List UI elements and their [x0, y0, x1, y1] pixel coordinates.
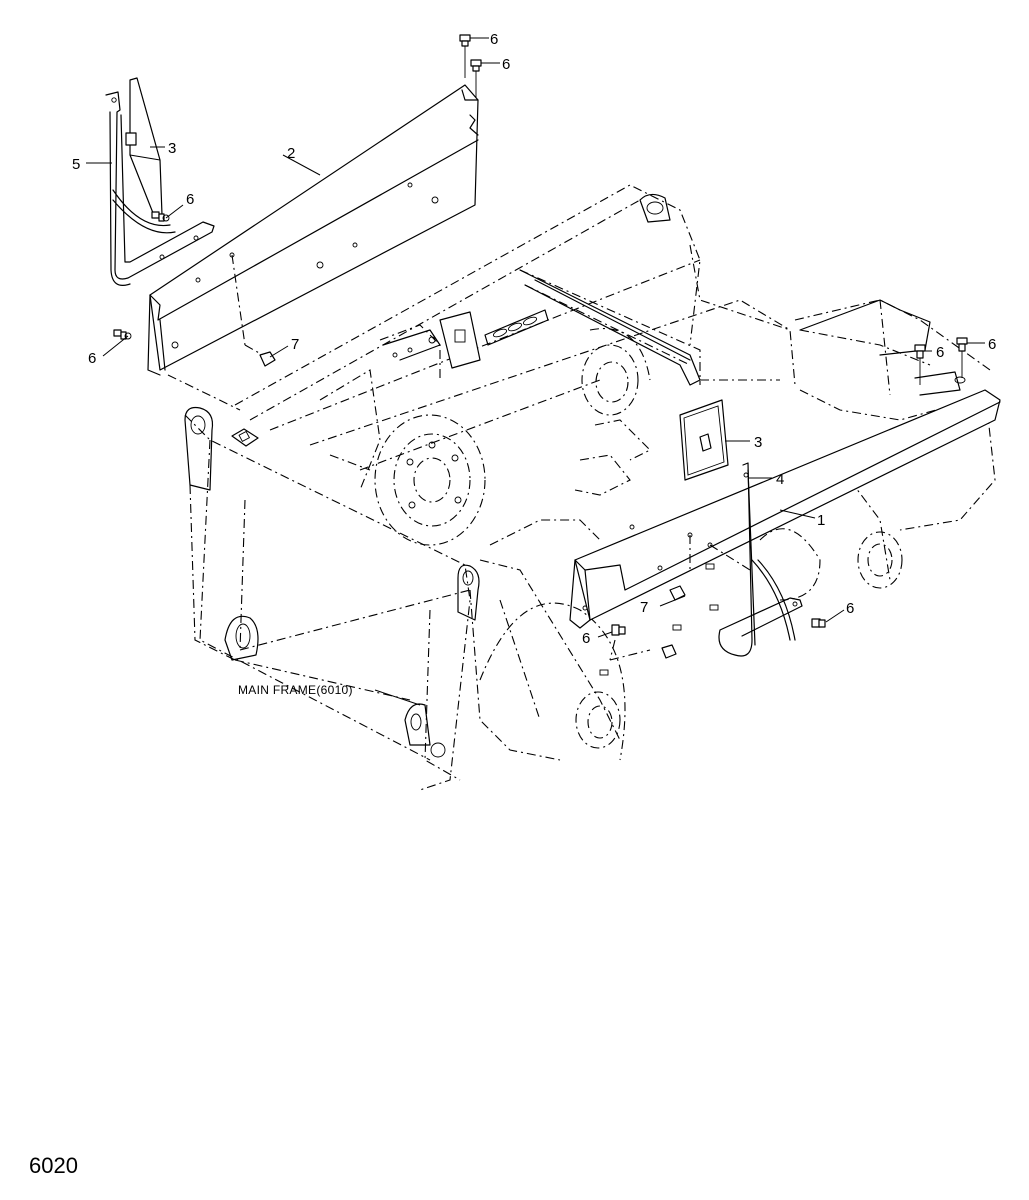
- bolt-right-a: [914, 344, 926, 385]
- part-5-left-handle: [105, 91, 215, 286]
- bolt-lower-right: [811, 618, 826, 628]
- frame-slotted-plate: [484, 309, 549, 346]
- drive-hub-right: [759, 528, 903, 601]
- callout-6-right-b: 6: [988, 336, 996, 353]
- bolt-left: [113, 329, 132, 340]
- nut-left: [259, 351, 276, 367]
- left-rail-bracket: [382, 311, 481, 369]
- callout-6-lower-center: 6: [582, 630, 590, 647]
- callout-4: 4: [776, 471, 784, 488]
- cross-bar: [519, 269, 701, 386]
- leader-lines: [86, 37, 985, 706]
- drive-hub-center: [374, 414, 486, 546]
- main-frame-label: MAIN FRAME(6010): [238, 683, 353, 697]
- drive-hub-rear: [581, 328, 651, 416]
- part-1-right-cover: [569, 389, 1001, 629]
- callout-7-center: 7: [640, 599, 648, 616]
- callout-6-top-b: 6: [502, 56, 510, 73]
- callout-1: 1: [817, 512, 825, 529]
- callout-6-lower-right: 6: [846, 600, 854, 617]
- nut-lower: [661, 644, 677, 659]
- frame-lug-rear: [639, 193, 671, 223]
- bolt-upper-left: [151, 211, 170, 222]
- callout-6-top-a: 6: [490, 31, 498, 48]
- callout-5: 5: [72, 156, 80, 173]
- frame-plate-left: [231, 428, 259, 447]
- frame-lug-bottom-left: [224, 615, 259, 661]
- part-3-right-pad: [679, 399, 729, 481]
- bolt-right-b: [956, 337, 968, 378]
- callout-6-left: 6: [88, 350, 96, 367]
- part-3-left-pad: [125, 77, 163, 219]
- drive-hub-lower: [479, 602, 626, 761]
- callout-3-left: 3: [168, 140, 176, 157]
- page-number: 6020: [29, 1153, 78, 1178]
- part-2-left-cover: [147, 84, 479, 411]
- part-4-right-handle: [718, 462, 803, 657]
- bolt-top-a: [459, 34, 471, 78]
- callout-3-right: 3: [754, 434, 762, 451]
- callout-2: 2: [287, 145, 295, 162]
- frame-lug-front: [457, 564, 480, 621]
- bolt-lower-center: [611, 624, 626, 636]
- callout-6-upper-left: 6: [186, 191, 194, 208]
- studs: [599, 563, 719, 676]
- nut-center: [669, 585, 686, 601]
- frame-lug-left: [184, 406, 214, 491]
- bolt-top-b: [470, 59, 482, 98]
- frame-lug-bottom: [404, 703, 446, 758]
- callout-7-left: 7: [291, 336, 299, 353]
- callout-6-right-a: 6: [936, 344, 944, 361]
